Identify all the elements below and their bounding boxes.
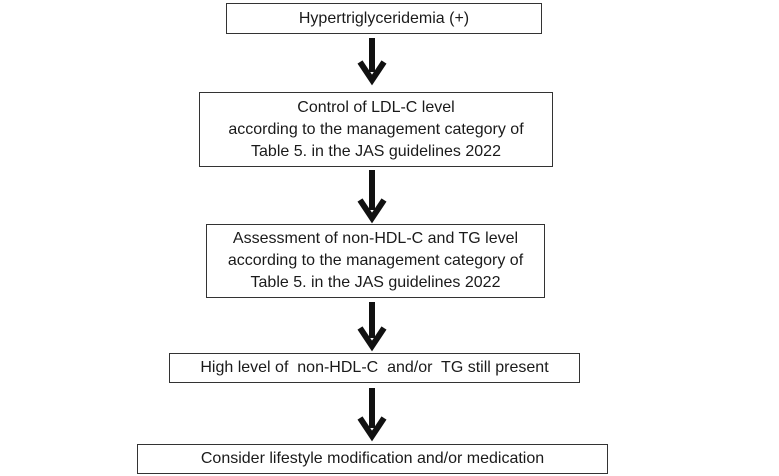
flow-step-hypertriglyceridemia: Hypertriglyceridemia (+) <box>226 3 542 34</box>
step-text: Control of LDL-C level <box>297 98 455 116</box>
flow-step-non-hdl-tg-assessment: Assessment of non-HDL-C and TG level acc… <box>206 224 545 298</box>
down-arrow-2 <box>357 170 387 224</box>
down-arrow-3 <box>357 302 387 352</box>
flow-step-ldl-control: Control of LDL-C level according to the … <box>199 92 553 167</box>
step-text: Consider lifestyle modification and/or m… <box>200 450 545 467</box>
step-text: Table 5. in the JAS guidelines 2022 <box>250 274 501 291</box>
step-text: Assessment of non-HDL-C and TG level <box>232 230 519 247</box>
step-text: according to the management category of <box>227 252 524 269</box>
step-text: Table 5. in the JAS guidelines 2022 <box>251 142 501 160</box>
down-arrow-1 <box>357 38 387 86</box>
flow-step-high-level-present: High level of non-HDL-C and/or TG still … <box>169 353 580 383</box>
down-arrow-4 <box>357 388 387 442</box>
step-text: High level of non-HDL-C and/or TG still … <box>200 359 549 376</box>
step-text: according to the management category of <box>228 120 524 138</box>
step-text: Hypertriglyceridemia (+) <box>298 9 470 27</box>
flow-step-consider-modification: Consider lifestyle modification and/or m… <box>137 444 608 474</box>
